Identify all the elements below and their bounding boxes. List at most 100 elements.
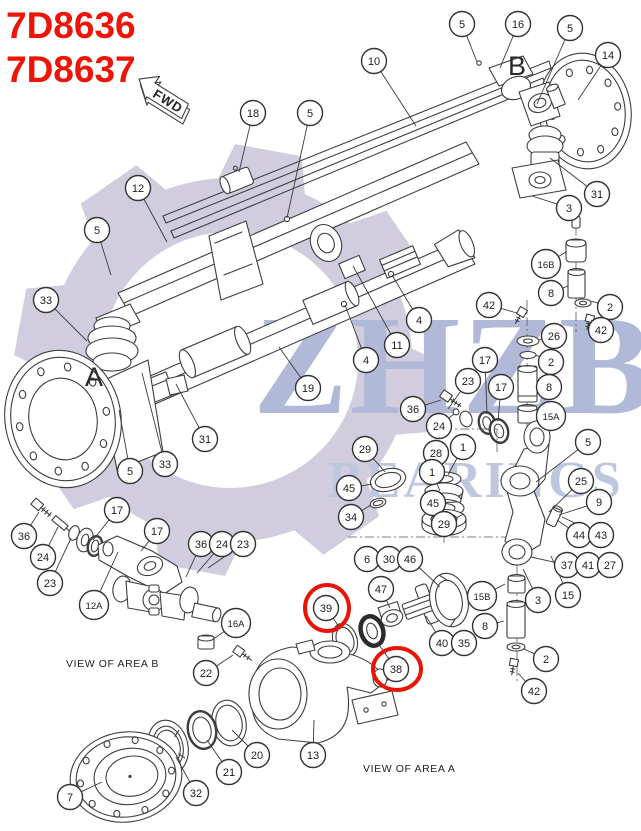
balloon-number: 9 [596,497,602,509]
balloon-number: 36 [195,539,207,551]
balloon-36: 36 [10,522,38,550]
leader-line-24 [448,413,455,419]
balloon-22: 22 [192,659,220,687]
balloon-20: 20 [243,741,271,769]
leader-line-13 [312,719,315,743]
balloon-21: 21 [215,758,243,786]
balloon-5: 5 [556,14,584,42]
balloon-16: 16 [504,10,532,38]
balloon-11: 11 [383,331,411,359]
balloon-number: 23 [44,578,56,590]
leader-line-4 [344,304,362,349]
balloon-36: 36 [187,530,215,558]
balloon-23: 23 [36,569,64,597]
leader-line-5 [466,35,478,63]
balloon-number: 5 [127,466,133,478]
balloon-13: 13 [299,741,327,769]
balloon-number: 45 [427,498,439,510]
balloon-24: 24 [29,543,57,571]
leader-line-5 [118,409,129,459]
balloon-number: 3 [535,595,541,607]
balloon-31: 31 [191,425,219,453]
balloon-number: 36 [407,404,419,416]
balloon-number: 25 [575,476,587,488]
leader-line-40 [425,615,436,633]
steering-knuckle [232,639,399,744]
balloon-15: 15 [554,581,582,609]
balloon-17: 17 [487,373,515,401]
balloon-45: 45 [419,489,447,517]
balloon-number: 20 [251,750,263,762]
balloon-number: 11 [391,340,402,352]
view-label-area-a: VIEW OF AREA A [363,763,455,775]
balloon-36: 36 [399,395,427,423]
balloon-number: 12 [132,183,144,195]
leader-line-29 [454,513,465,519]
balloon-number: 5 [307,108,313,120]
balloon-number: 24 [216,539,228,551]
kingpin-upper-assembly [488,55,567,199]
balloon-47: 47 [367,575,395,603]
balloon-number: 6 [364,554,370,566]
leader-line-45 [361,483,373,487]
leader-line-24 [48,526,59,547]
balloon-40: 40 [428,629,456,657]
balloon-number: 4 [363,355,369,367]
balloon-41: 41 [574,551,602,579]
balloon-5: 5 [448,10,476,38]
balloon-17: 17 [103,496,131,524]
balloon-number: 31 [591,189,603,201]
balloon-8: 8 [471,612,499,640]
o-ring [369,497,387,509]
area-marker-a: A [85,362,103,392]
balloon-number: 7 [67,792,73,804]
balloon-number: 8 [548,288,554,300]
leader-line-31 [175,383,200,429]
balloon-number: 36 [18,531,30,543]
leader-line-24 [196,553,215,574]
balloon-number: 44 [573,530,585,542]
balloon-33: 33 [151,450,179,478]
balloon-number: 19 [302,383,314,395]
balloon-number: 8 [482,621,488,633]
balloon-37: 37 [553,551,581,579]
balloon-number: 35 [458,638,470,650]
leader-line-2 [523,648,535,655]
balloon-6: 6 [353,545,381,573]
leader-line-15B [494,583,506,590]
balloon-number: 17 [151,526,163,538]
balloon-number: 37 [561,560,573,572]
balloon-number: 10 [368,56,380,68]
leader-line-20 [231,729,249,747]
balloon-33: 33 [32,286,60,314]
balloon-4: 4 [405,306,433,334]
balloon-23: 23 [454,367,482,395]
balloon-9: 9 [585,488,613,516]
balloon-15A: 15A [535,400,567,432]
leader-line-12 [143,198,168,243]
leader-line-1 [447,457,458,476]
right-hub-flange [538,52,632,170]
area-b-parts [30,497,222,650]
balloon-number: 5 [585,437,591,449]
balloon-42: 42 [475,291,503,319]
balloon-8: 8 [537,279,565,307]
balloon-2: 2 [537,348,565,376]
balloon-46: 46 [396,545,424,573]
leader-line-5 [535,449,579,483]
balloon-number: 27 [604,560,616,572]
balloon-number: 24 [37,552,49,564]
balloon-4: 4 [352,346,380,374]
leader-line-44 [556,519,569,529]
leader-line-11 [352,265,392,335]
balloon-number: 1 [460,442,466,454]
leader-line-45 [445,501,458,503]
leader-line-34 [361,504,372,511]
leader-line-33 [141,372,163,453]
leader-line-17 [485,372,488,415]
leader-line-23 [447,390,462,410]
leader-line-47 [385,600,391,609]
balloon-number: 43 [595,530,607,542]
balloon-12A: 12A [78,589,110,621]
